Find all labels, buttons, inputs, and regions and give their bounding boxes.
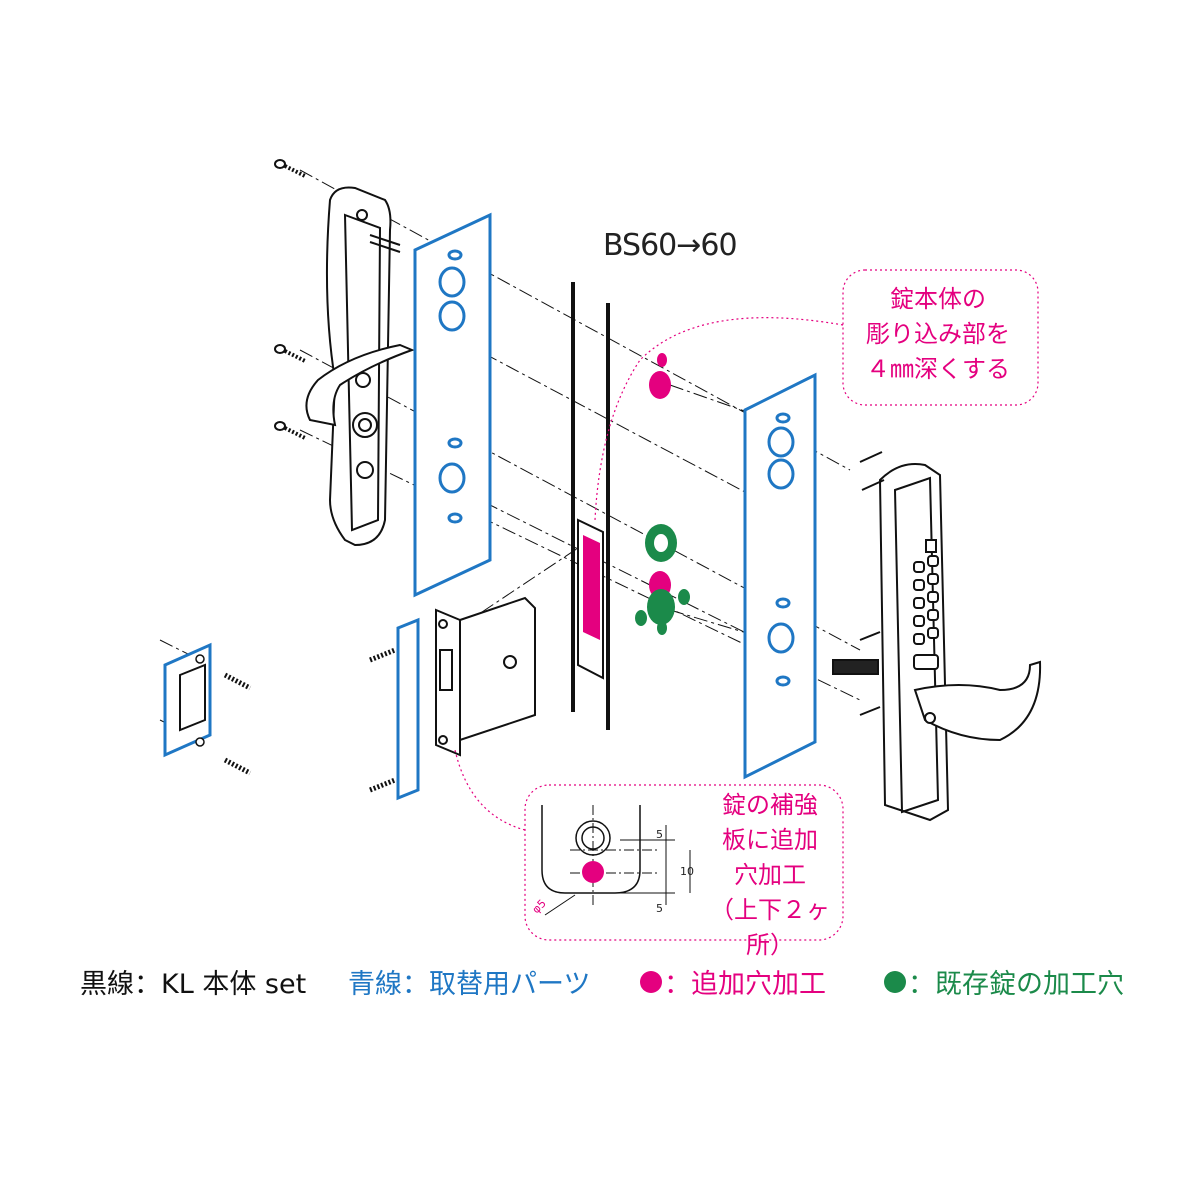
mortise-screws: [369, 647, 396, 793]
green-hole-cluster: [647, 589, 675, 625]
dim-top: 5: [656, 828, 663, 841]
reinforcement-added-hole: [582, 861, 604, 883]
pink-dot-icon: [640, 970, 662, 993]
green-dot-icon: [884, 970, 906, 993]
callout-top-line-1: 錠本体の: [890, 285, 986, 313]
reinforcement-hole-detail: [541, 805, 691, 916]
keypad-buttons: [913, 555, 939, 670]
blue-mounting-plate-left: [413, 212, 492, 598]
strike-plate: [163, 642, 212, 758]
mortise-lock-body: [396, 596, 536, 801]
screw-top-left: [274, 159, 306, 178]
strike-screws: [223, 672, 252, 776]
legend-green-label: ：既存錠の加工穴: [908, 969, 1124, 1000]
backset-label: BS60→60: [603, 228, 738, 263]
door-edge: [571, 282, 610, 730]
keypad-lock-unit: [832, 451, 1042, 822]
screw-low-left: [274, 421, 306, 440]
dim-middle: 10: [680, 865, 694, 878]
legend-black-line: 黒線：KL 本体 set: [80, 969, 307, 1000]
screw-mid-left: [274, 344, 306, 363]
mortise-pocket: [577, 518, 604, 680]
callout-top-line-3: ４㎜深くする: [866, 355, 1010, 383]
callout-add-hole: 錠の補強 板に追加 穴加工 （上下２ヶ所）: [705, 788, 835, 963]
callout-top-line-2: 彫り込み部を: [866, 320, 1010, 348]
legend-blue-line: 青線：取替用パーツ: [348, 969, 591, 1000]
callout-bottom-line-4: （上下２ヶ所）: [710, 896, 830, 959]
dim-bottom: 5: [656, 902, 663, 915]
callout-bottom-line-3: 穴加工: [734, 861, 806, 889]
callout-bottom-line-1: 錠の補強: [722, 791, 818, 819]
legend-pink-label: ：追加穴加工: [664, 969, 826, 1000]
callout-bottom-line-2: 板に追加: [722, 826, 818, 854]
callout-bubble-bottom: [454, 749, 844, 941]
blue-mounting-plate-right: [743, 372, 817, 780]
legend-pink: ：追加穴加工: [640, 962, 826, 1001]
callout-bubble-top: [594, 269, 1039, 521]
pink-hole-large: [649, 371, 671, 399]
legend-green: ：既存錠の加工穴: [884, 962, 1124, 1001]
hole-markers: [635, 353, 690, 635]
inside-handle-escutcheon: [305, 186, 415, 547]
pink-hole-small: [657, 353, 667, 367]
callout-deepen-mortise: 錠本体の 彫り込み部を ４㎜深くする: [848, 282, 1028, 387]
